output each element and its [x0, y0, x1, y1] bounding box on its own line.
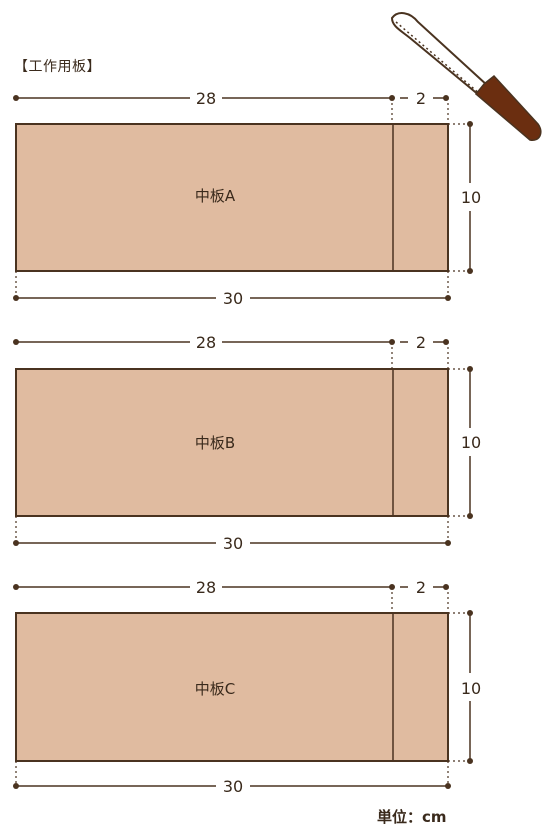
dim-side: 10: [461, 188, 481, 207]
dim-top-left: 28: [196, 578, 216, 597]
board-c: 28 2 中板C 10 30: [13, 578, 481, 796]
board-b: 28 2 中板B 10 30: [13, 333, 481, 553]
dim-top-right: 2: [416, 578, 426, 597]
board-label: 中板A: [195, 187, 236, 205]
knife-icon: [390, 12, 542, 141]
dim-side: 10: [461, 433, 481, 452]
dim-top-left: 28: [196, 333, 216, 352]
dim-bottom: 30: [223, 534, 243, 553]
dim-top-left: 28: [196, 89, 216, 108]
dim-bottom: 30: [223, 777, 243, 796]
dim-top-right: 2: [416, 333, 426, 352]
dim-side: 10: [461, 679, 481, 698]
board-label: 中板B: [195, 434, 235, 452]
dim-top-right: 2: [416, 89, 426, 108]
board-label: 中板C: [195, 680, 235, 698]
diagram-title: 【工作用板】: [14, 59, 101, 75]
unit-label: 単位：cm: [377, 808, 447, 826]
dim-bottom: 30: [223, 289, 243, 308]
board-a: 28 2 中板A 10 30: [13, 89, 481, 308]
